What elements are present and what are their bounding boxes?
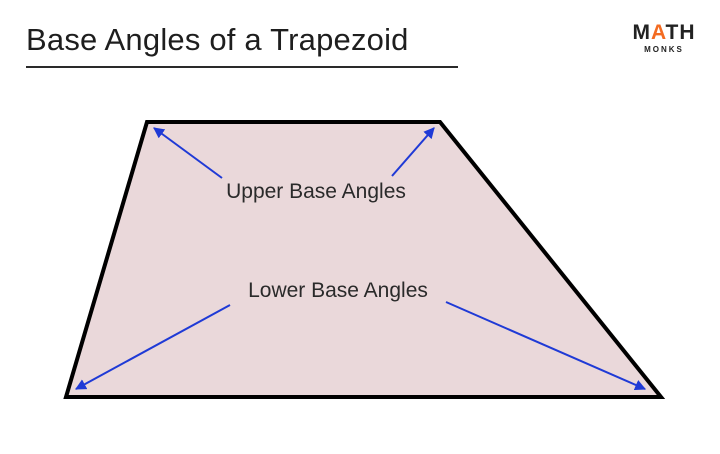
lower-left-angle-arrow	[75, 304, 231, 390]
logo-letter-m: M	[632, 21, 651, 44]
logo-letter-a: A	[650, 21, 666, 44]
upper-right-angle-arrow	[391, 127, 435, 177]
logo-wordmark: MATH	[630, 22, 698, 44]
upper-left-angle-arrow	[153, 127, 223, 179]
title-underline	[26, 66, 458, 68]
lower-right-angle-arrow	[445, 301, 647, 391]
lower-base-angles-label: Lower Base Angles	[248, 279, 428, 302]
math-monks-logo: MATH MONKS	[630, 22, 698, 55]
upper-base-angles-label: Upper Base Angles	[226, 180, 406, 203]
trapezoid-shape	[63, 120, 666, 399]
diagram-title: Base Angles of a Trapezoid	[26, 22, 409, 57]
logo-subtitle: MONKS	[644, 45, 684, 54]
logo-letters-th: TH	[665, 21, 696, 44]
